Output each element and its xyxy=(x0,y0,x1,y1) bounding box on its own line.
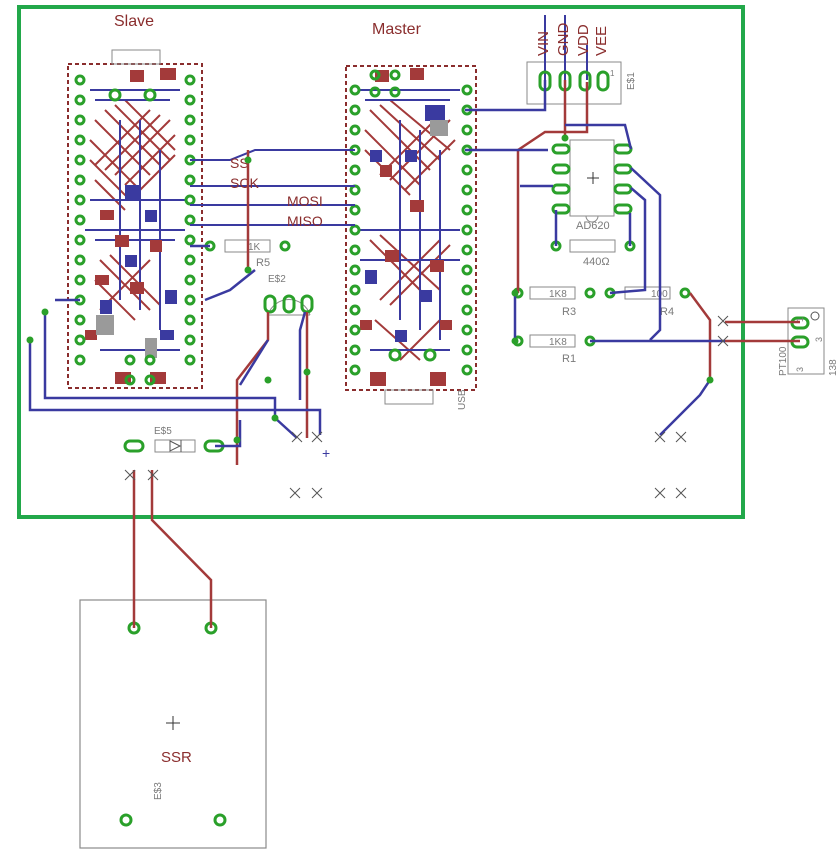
vin-label: VIN xyxy=(535,31,552,56)
e1-label: E$1 xyxy=(626,72,637,90)
vee-label: VEE xyxy=(593,26,610,56)
resistor-r3: 1K8 R3 xyxy=(512,286,596,318)
e3-label: E$3 xyxy=(153,782,164,800)
r1-name: R1 xyxy=(562,353,576,365)
sck-label: SCK xyxy=(230,175,259,191)
ssr-relay: SSR E$3 xyxy=(79,599,267,849)
r5-value: 1K xyxy=(248,242,261,253)
mosi-label: MOSI xyxy=(287,193,323,209)
r1-value: 1K8 xyxy=(549,337,567,348)
r5-name: R5 xyxy=(256,257,270,269)
slave-arduino: Slave xyxy=(67,13,203,389)
board-outline xyxy=(17,5,745,519)
pt100-pin3b: 3 xyxy=(795,367,805,372)
e2-label: E$2 xyxy=(268,274,286,285)
ss-label: SS xyxy=(230,155,249,171)
r3-name: R3 xyxy=(562,306,576,318)
plus-marker: + xyxy=(322,445,330,461)
vdd-label: VDD xyxy=(575,24,592,56)
ad620-label: AD620 xyxy=(576,220,610,232)
e5-label: E$5 xyxy=(154,426,172,437)
resistor-r1: 1K8 R1 xyxy=(512,334,596,365)
pt100-code: 138 xyxy=(828,359,839,376)
slave-label: Slave xyxy=(114,13,154,30)
master-label: Master xyxy=(372,21,422,38)
spi-bus: SS SCK MOSI MISO xyxy=(190,149,355,229)
gain-resistor-value: 440Ω xyxy=(583,256,610,268)
junction-dots xyxy=(26,134,714,444)
ssr-label: SSR xyxy=(161,749,192,766)
usb-label: USB xyxy=(457,389,468,410)
ad620-amp: AD620 440Ω xyxy=(550,139,636,268)
miso-label: MISO xyxy=(287,213,323,229)
pt100-label: PT100 xyxy=(778,346,789,376)
gnd-label: GND xyxy=(555,23,572,57)
transistor-e2: E$2 xyxy=(263,274,314,316)
power-header: VIN GND VDD VEE E$1 1 xyxy=(526,15,637,105)
pt100-pin1: 1 xyxy=(795,317,805,322)
diode-e5: E$5 xyxy=(123,426,225,453)
airwire-markers xyxy=(124,315,729,499)
master-arduino: Master USB xyxy=(345,21,477,410)
r3-value: 1K8 xyxy=(549,289,567,300)
r4-name: R4 xyxy=(660,306,674,318)
bottom-copper-traces xyxy=(28,80,725,448)
pt100-pin3: 3 xyxy=(814,337,824,342)
header-pin1-label: 1 xyxy=(610,69,615,78)
